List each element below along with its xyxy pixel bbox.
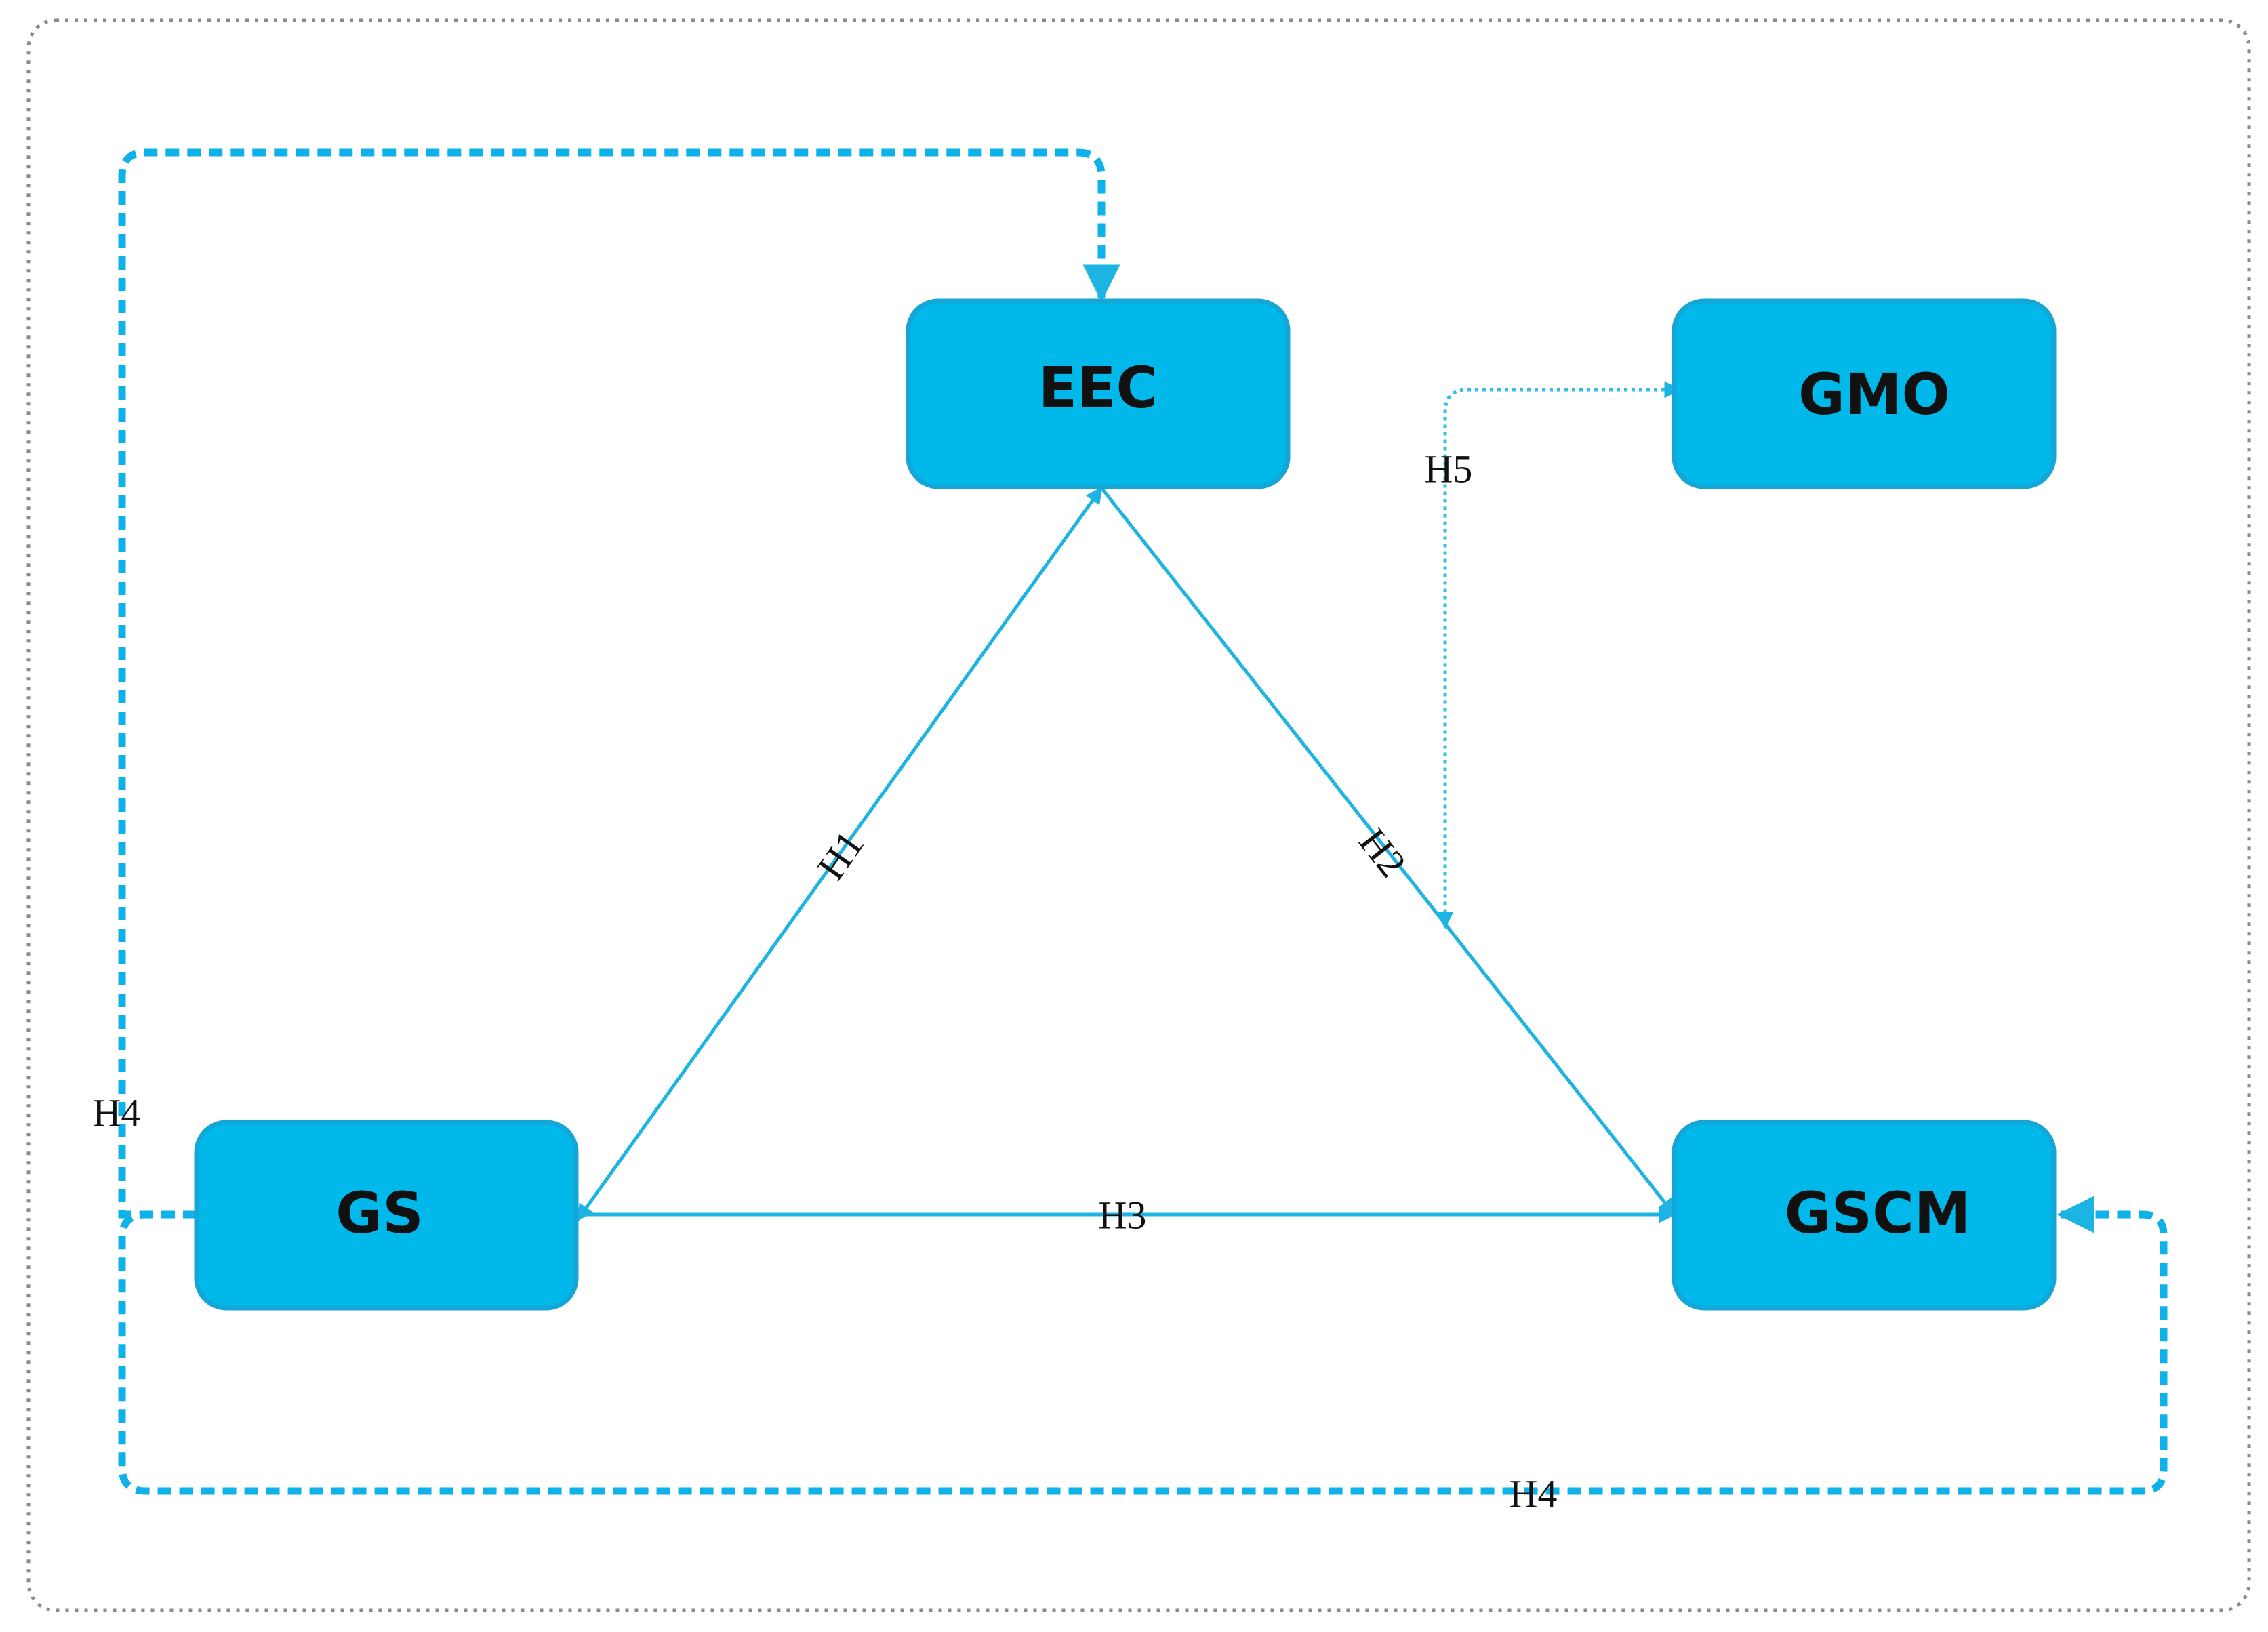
node-gscm: GSCM	[1672, 1120, 2057, 1311]
edge-h4-top-label: H4	[93, 1091, 141, 1135]
edge-h3-label: H3	[1099, 1194, 1147, 1238]
edge-h2	[1100, 487, 1676, 1216]
edge-h1	[575, 486, 1103, 1222]
node-gs-box	[194, 1120, 579, 1311]
node-gmo: GMO	[1672, 298, 2057, 489]
node-eec-label: EEC	[1038, 354, 1158, 421]
node-gs-label: GS	[336, 1180, 423, 1246]
outer-frame	[26, 18, 2251, 1612]
edge-h4-bottom	[118, 1196, 2168, 1495]
node-eec-box	[906, 298, 1291, 489]
node-gmo-box	[1672, 298, 2057, 489]
node-gs: GS	[194, 1120, 579, 1311]
node-gmo-label: GMO	[1798, 361, 1950, 428]
node-gscm-box	[1672, 1120, 2057, 1311]
edge-h4-bottom-label: H4	[1510, 1472, 1558, 1516]
node-gscm-label: GSCM	[1785, 1180, 1971, 1246]
edge-h4-top	[118, 148, 1120, 1219]
edge-h5	[1436, 381, 1682, 929]
edge-h5-label: H5	[1425, 447, 1473, 491]
edge-h1-label: H1	[809, 823, 872, 887]
node-eec: EEC	[906, 298, 1291, 489]
